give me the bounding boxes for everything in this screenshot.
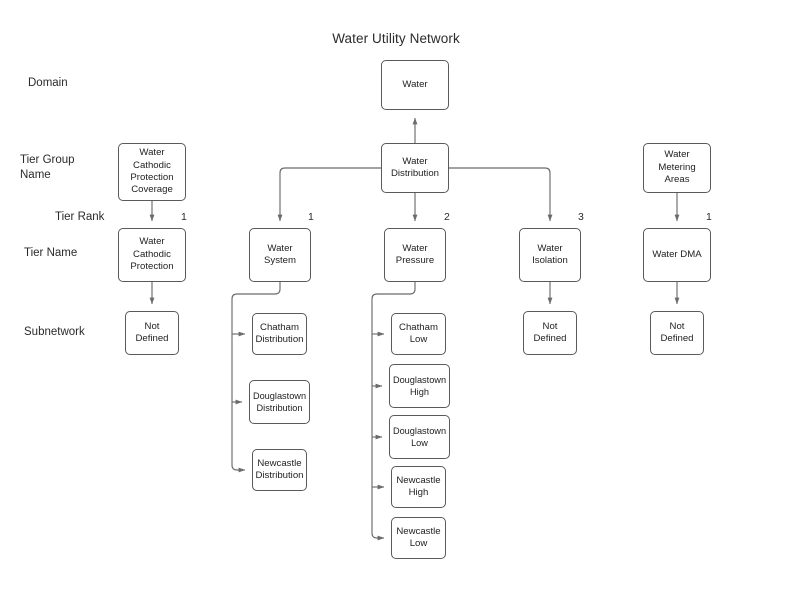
tier-rank-value: 1 bbox=[308, 211, 314, 223]
row-label-tier-name: Tier Name bbox=[24, 247, 78, 259]
row-label-tier-rank: Tier Rank bbox=[55, 211, 105, 223]
row-label-tier-group-name: Tier Group Name bbox=[20, 154, 75, 181]
node-sn-douglas-high[interactable]: Douglastown High bbox=[389, 364, 450, 408]
page-title: Water Utility Network bbox=[332, 31, 460, 46]
node-water-cpc[interactable]: Water Cathodic Protection Coverage bbox=[118, 143, 186, 201]
node-sn-chatham-dist[interactable]: Chatham Distribution bbox=[252, 313, 307, 355]
node-sn-newcastle-dist[interactable]: Newcastle Distribution bbox=[252, 449, 307, 491]
node-sn-newcastle-low[interactable]: Newcastle Low bbox=[391, 517, 446, 559]
node-water-cp[interactable]: Water Cathodic Protection bbox=[118, 228, 186, 282]
node-water-pressure[interactable]: Water Pressure bbox=[384, 228, 446, 282]
tier-rank-value: 3 bbox=[578, 211, 584, 223]
node-water-distribution[interactable]: Water Distribution bbox=[381, 143, 449, 193]
node-sn-newcastle-high[interactable]: Newcastle High bbox=[391, 466, 446, 508]
node-sn-chatham-low[interactable]: Chatham Low bbox=[391, 313, 446, 355]
row-label-domain: Domain bbox=[28, 77, 68, 89]
node-sn-douglas-dist[interactable]: Douglastown Distribution bbox=[249, 380, 310, 424]
node-water-dma[interactable]: Water DMA bbox=[643, 228, 711, 282]
node-sn-douglas-low[interactable]: Douglastown Low bbox=[389, 415, 450, 459]
node-water-metering[interactable]: Water Metering Areas bbox=[643, 143, 711, 193]
node-water-system[interactable]: Water System bbox=[249, 228, 311, 282]
connector-system-trunk bbox=[231, 282, 281, 471]
node-sn-cp-nd[interactable]: Not Defined bbox=[125, 311, 179, 355]
row-label-subnetwork: Subnetwork bbox=[24, 326, 85, 338]
connector-pressure-trunk bbox=[371, 282, 416, 539]
node-sn-dma-nd[interactable]: Not Defined bbox=[650, 311, 704, 355]
node-water-isolation[interactable]: Water Isolation bbox=[519, 228, 581, 282]
tier-rank-value: 1 bbox=[181, 211, 187, 223]
tier-rank-value: 2 bbox=[444, 211, 450, 223]
tier-rank-value: 1 bbox=[706, 211, 712, 223]
node-sn-iso-nd[interactable]: Not Defined bbox=[523, 311, 577, 355]
node-water[interactable]: Water bbox=[381, 60, 449, 110]
connector-distribution-to-system bbox=[277, 167, 381, 222]
connector-distribution-to-isolation bbox=[449, 167, 553, 222]
